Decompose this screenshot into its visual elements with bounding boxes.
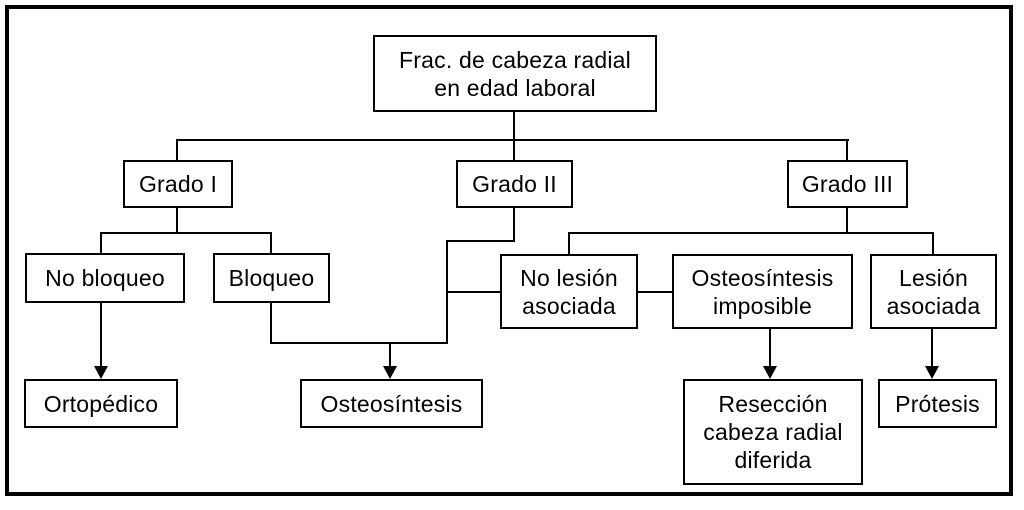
- node-no-lesion-asociada: No lesión asociada: [500, 254, 638, 329]
- arrow-head-icon: [383, 366, 397, 379]
- connector-no-lesion-top: [568, 232, 570, 254]
- node-osteosintesis: Osteosíntesis: [300, 379, 483, 428]
- arrow-shaft: [931, 329, 933, 368]
- connector-grado-i-bus: [101, 232, 272, 234]
- arrow-shaft: [769, 329, 771, 368]
- node-bloqueo: Bloqueo: [213, 253, 330, 303]
- arrow-shaft: [389, 343, 391, 368]
- node-frac-cabeza-radial: Frac. de cabeza radial en edad laboral: [373, 35, 657, 112]
- arrow-merge-to-osteosintesis: [383, 343, 397, 379]
- arrow-no-bloqueo-to-ortopedico: [94, 303, 108, 379]
- node-grado-ii: Grado II: [456, 160, 573, 208]
- connector-grado-iii-down: [846, 208, 848, 234]
- arrow-head-icon: [763, 366, 777, 379]
- connector-grado-i-down: [176, 208, 178, 234]
- node-osteosintesis-imposible: Osteosíntesis imposible: [672, 254, 853, 329]
- node-reseccion-cabeza-radial: Resección cabeza radial diferida: [683, 379, 863, 485]
- node-lesion-asociada: Lesión asociada: [870, 254, 997, 329]
- connector-no-lesion-left: [446, 291, 500, 293]
- arrow-head-icon: [925, 366, 939, 379]
- connector-no-lesion-osteo-imposible: [638, 291, 672, 293]
- connector-bloqueo-top: [270, 232, 272, 253]
- node-no-bloqueo: No bloqueo: [25, 253, 185, 303]
- arrow-shaft: [100, 303, 102, 368]
- arrow-lesion-to-protesis: [925, 329, 939, 379]
- arrow-osteo-imposible-to-reseccion: [763, 329, 777, 379]
- node-grado-iii: Grado III: [787, 160, 908, 208]
- connector-grado-iii-bus: [568, 232, 934, 234]
- node-grado-i: Grado I: [123, 160, 233, 208]
- connector-grado-ii-down: [513, 208, 515, 242]
- arrow-head-icon: [94, 366, 108, 379]
- connector-grado-i-top: [176, 139, 178, 161]
- connector-grado-iii-top: [846, 139, 848, 161]
- connector-lesion-top: [932, 232, 934, 254]
- connector-grado-ii-left: [446, 240, 515, 242]
- connector-merge-bus: [270, 342, 448, 344]
- connector-no-bloqueo-top: [100, 232, 102, 253]
- connector-bloqueo-down: [270, 303, 272, 344]
- connector-root-down: [513, 111, 515, 161]
- figure-border-frame: [5, 5, 1013, 496]
- connector-level1-bus: [177, 139, 849, 141]
- node-protesis: Prótesis: [878, 379, 997, 428]
- node-ortopedico: Ortopédico: [24, 379, 178, 428]
